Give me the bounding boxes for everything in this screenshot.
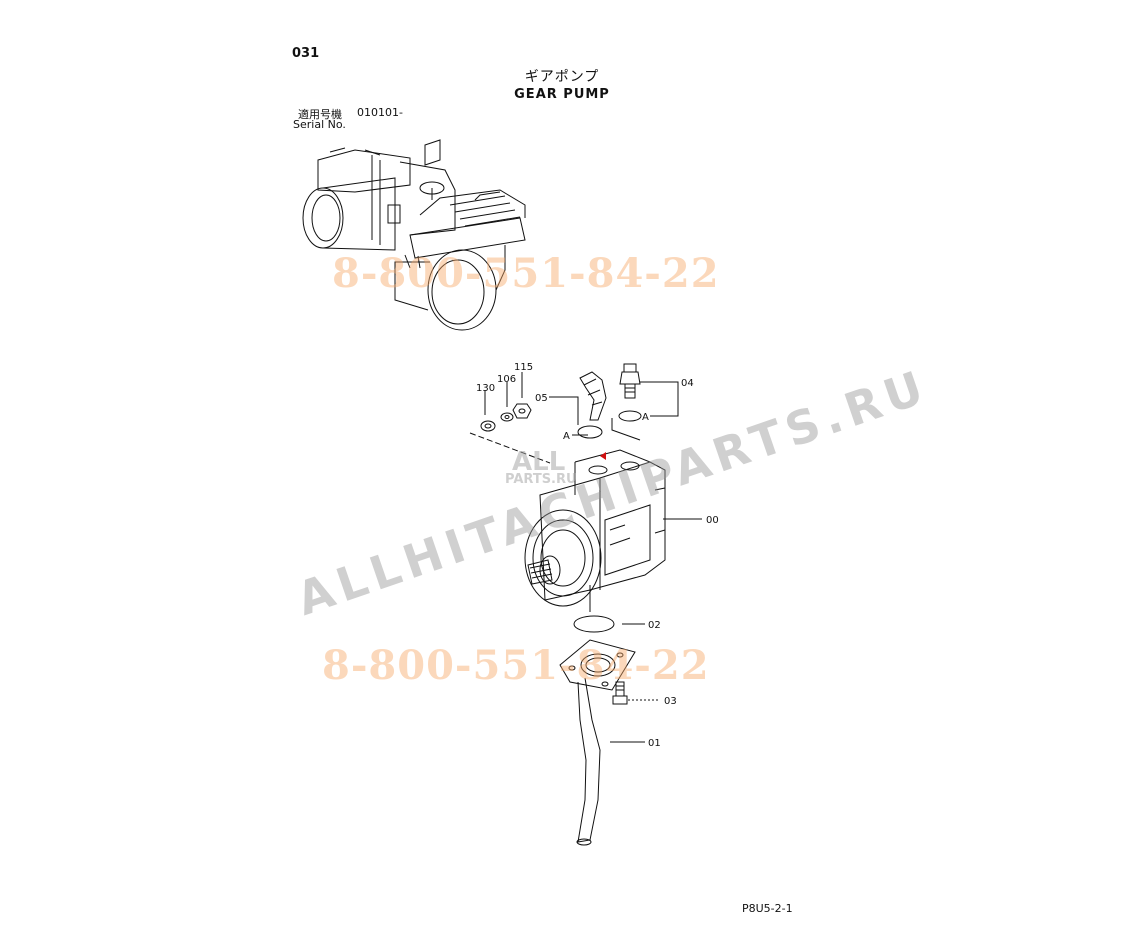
red-marker-icon — [600, 452, 606, 460]
title-japanese: ギアポンプ — [524, 69, 600, 85]
gear-pump-body — [524, 449, 666, 607]
road-roller-illustration — [302, 139, 526, 331]
callout-03: 03 — [664, 696, 677, 707]
elbow-fitting — [579, 371, 607, 421]
callout-a-left: A — [563, 431, 570, 442]
callout-130: 130 — [476, 383, 495, 394]
callout-106: 106 — [497, 374, 516, 385]
serial-label-english: Serial No. — [293, 118, 346, 131]
phone-watermark-top: 8-800-551-84-22 — [332, 250, 720, 297]
footer-code: P8U5-2-1 — [742, 902, 793, 915]
bolt — [612, 681, 628, 705]
straight-fitting — [619, 363, 641, 399]
callout-04: 04 — [681, 378, 694, 389]
callout-a-right: A — [642, 412, 649, 423]
callout-02: 02 — [648, 620, 661, 631]
title-english: GEAR PUMP — [514, 87, 610, 102]
serial-value: 010101- — [357, 106, 403, 119]
serial-label-japanese: 適用号機 — [298, 108, 342, 121]
page-number: 031 — [292, 46, 320, 61]
callout-00: 00 — [706, 515, 719, 526]
callout-05: 05 — [535, 393, 548, 404]
logo-watermark-bottom: PARTS.RU — [505, 472, 577, 487]
callout-115: 115 — [514, 362, 533, 373]
suction-pipe — [559, 639, 636, 846]
callout-01: 01 — [648, 738, 661, 749]
phone-watermark-bottom: 8-800-551-84-22 — [322, 642, 710, 689]
logo-watermark-top: ALL — [512, 447, 566, 477]
